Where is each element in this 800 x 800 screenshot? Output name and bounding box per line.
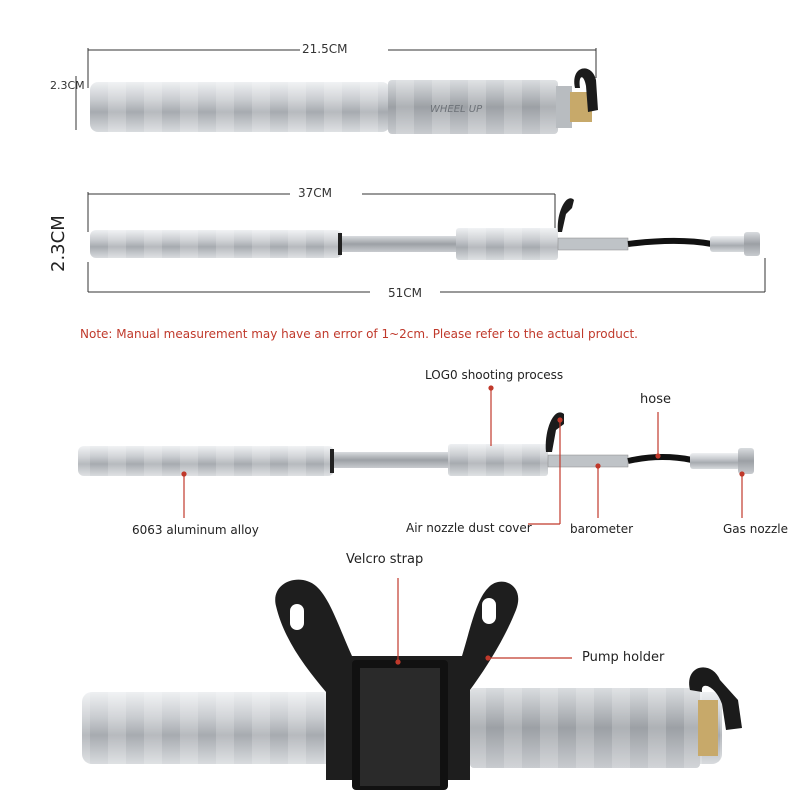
svg-text:WHEEL UP: WHEEL UP bbox=[430, 104, 483, 115]
pump-image-1: WHEEL UP bbox=[75, 48, 598, 134]
pump-diameter-large-dimension: 2.3CM bbox=[48, 215, 69, 272]
pump-diameter-small-dimension: 2.3CM bbox=[50, 79, 85, 92]
extended-length-dimension: 37CM bbox=[298, 186, 333, 200]
total-length-dimension: 51CM bbox=[388, 286, 423, 300]
pump-image-3 bbox=[78, 385, 754, 525]
hose-label: hose bbox=[640, 392, 671, 407]
holder-label: Pump holder bbox=[582, 650, 665, 665]
gas-nozzle-label: Gas nozzle bbox=[723, 522, 788, 536]
logo-label: LOG0 shooting process bbox=[425, 368, 564, 382]
dust-cover-label: Air nozzle dust cover bbox=[406, 521, 532, 535]
pump-length-dimension: 21.5CM bbox=[302, 42, 348, 56]
pump-image-2 bbox=[87, 192, 766, 293]
measurement-note: Note: Manual measurement may have an err… bbox=[80, 327, 638, 341]
barometer-label: barometer bbox=[570, 522, 634, 536]
velcro-label: Velcro strap bbox=[346, 552, 424, 567]
alloy-label: 6063 aluminum alloy bbox=[132, 523, 259, 537]
pump-with-holder-image bbox=[82, 578, 742, 790]
